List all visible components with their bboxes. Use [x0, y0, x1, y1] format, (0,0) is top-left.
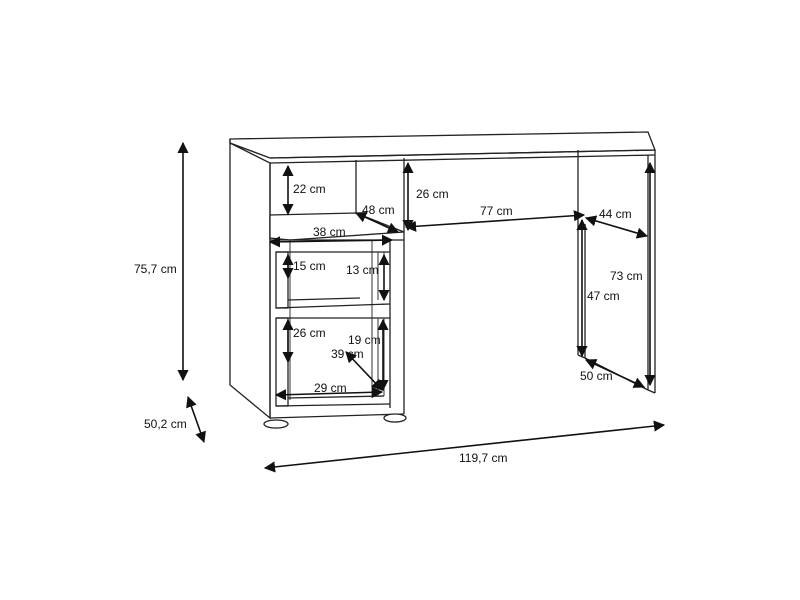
label-leg-height-under: 47 cm	[587, 289, 620, 303]
dimension-labels: 75,7 cm 50,2 cm 119,7 cm 22 cm 48 cm 38 …	[134, 182, 643, 465]
desk-body	[229, 131, 656, 429]
dimension-arrows	[177, 141, 666, 473]
label-knee-clearance-height: 26 cm	[416, 187, 449, 201]
label-side-depth-top: 44 cm	[599, 207, 632, 221]
label-shelf-top-height: 22 cm	[293, 182, 326, 196]
foot-left	[263, 419, 289, 429]
label-width-total: 119,7 cm	[459, 451, 507, 465]
label-drawer-width: 29 cm	[314, 381, 347, 395]
label-drawer-depth: 39 cm	[331, 347, 364, 361]
drawer-top	[275, 251, 289, 309]
label-drawer1-inner-height: 13 cm	[346, 263, 379, 277]
label-leg-base-depth: 50 cm	[580, 369, 613, 383]
label-desk-opening-width: 77 cm	[480, 204, 513, 218]
label-leg-height-full: 73 cm	[610, 269, 643, 283]
foot-right	[383, 413, 407, 423]
label-drawer2-inner-height: 19 cm	[348, 333, 381, 347]
cabinet-side-panel	[229, 141, 271, 420]
label-drawer1-front-height: 15 cm	[293, 259, 326, 273]
label-cabinet-inner-width: 38 cm	[313, 225, 346, 239]
label-depth-total: 50,2 cm	[144, 417, 187, 431]
label-height-total: 75,7 cm	[134, 262, 177, 276]
drawer-bottom	[275, 317, 289, 407]
label-shelf-depth: 48 cm	[362, 203, 395, 217]
label-drawer2-front-height: 26 cm	[293, 326, 326, 340]
